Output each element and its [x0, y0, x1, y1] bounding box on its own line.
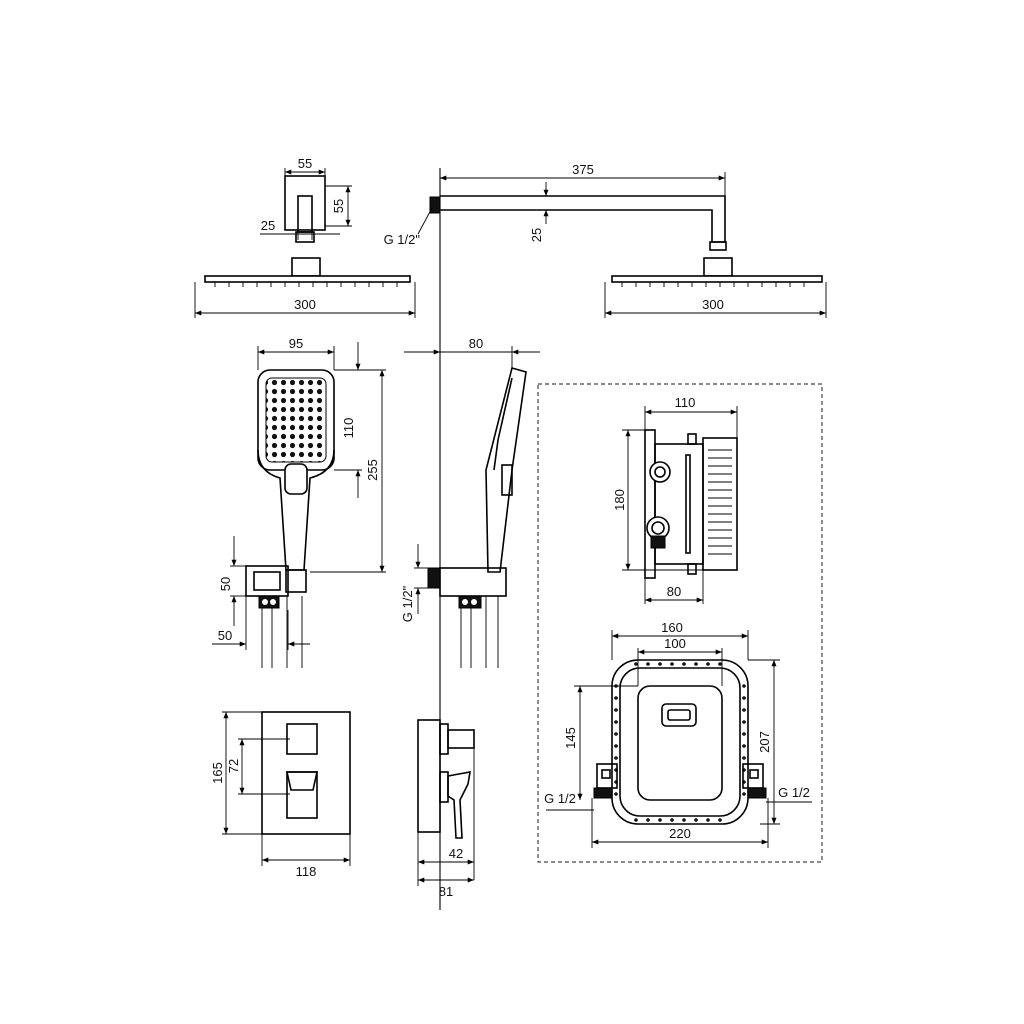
dim-box-depth: 80	[667, 584, 681, 599]
nozzle-row-right	[621, 282, 805, 287]
mixer-front-view: 165 72 118	[210, 711, 351, 879]
dim-hand-length: 255	[365, 459, 380, 481]
dim-arm-block-width: 55	[298, 156, 312, 171]
dim-hand-width: 95	[289, 336, 303, 351]
dim-plate-total: 220	[669, 826, 691, 841]
nozzle-row-left	[214, 282, 398, 287]
screw-hole-ring	[614, 662, 746, 822]
shower-head-front-view: 55 55 25 300	[194, 156, 416, 318]
dim-arm-block-height: 55	[331, 199, 346, 213]
dim-box-width: 110	[675, 395, 696, 410]
shower-arm-side-view: 375 25 G 1/2" 300	[384, 162, 827, 318]
hand-shower-side-view: 80 G 1/2"	[400, 336, 540, 668]
thread-right-label: G 1/2	[778, 785, 810, 800]
thread-left-label: G 1/2	[544, 791, 576, 806]
dim-mixer-projection: 81	[439, 884, 453, 899]
mixer-side-view: 42 81	[417, 719, 475, 899]
dim-plate-outer: 160	[661, 620, 683, 635]
concealed-box-front-view: 160 100 145 207 220 G 1/2 G 1/2	[544, 620, 812, 848]
dim-mixer-depth: 42	[449, 846, 463, 861]
dim-arm-length: 375	[572, 162, 594, 177]
dim-arm-offset: 25	[529, 228, 544, 242]
thread-holder-label: G 1/2"	[400, 585, 415, 622]
dim-hand-face: 110	[341, 418, 356, 439]
hand-shower-front-view: 95 110 255 50 50	[212, 336, 386, 668]
box-ribs	[708, 449, 732, 555]
concealed-box-frame	[537, 383, 823, 863]
dim-arm-pipe: 25	[261, 218, 275, 233]
dim-holder-width: 50	[218, 628, 232, 643]
dim-head-width-left: 300	[294, 297, 316, 312]
dim-head-width-right: 300	[702, 297, 724, 312]
dim-plate-inner: 100	[664, 636, 686, 651]
concealed-box-side-view: 110 180 80	[612, 395, 738, 604]
dim-mixer-height: 165	[210, 762, 225, 784]
dim-box-height: 180	[612, 489, 627, 511]
dim-plate-height: 207	[757, 731, 772, 753]
dim-holder-height: 50	[218, 577, 233, 591]
dim-mixer-width: 118	[296, 864, 317, 879]
dim-plate-inner-height: 145	[563, 727, 578, 749]
dim-mixer-offset: 72	[226, 759, 241, 773]
dim-hand-projection: 80	[469, 336, 483, 351]
thread-top-label: G 1/2"	[384, 232, 421, 247]
